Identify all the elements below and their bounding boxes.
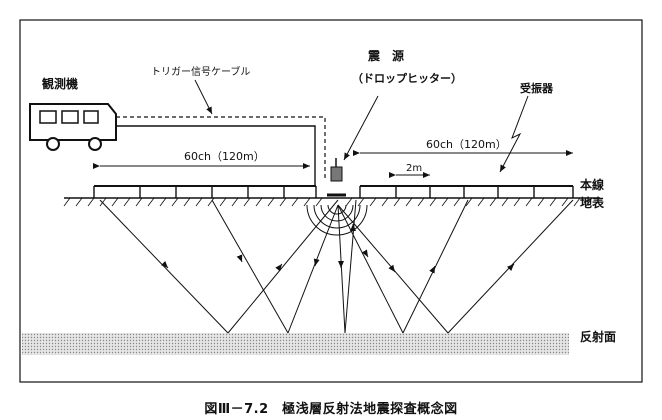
ray-arrows <box>160 224 515 274</box>
receiver-label: 受振器 <box>520 82 553 95</box>
trigger-label-leader <box>194 79 213 115</box>
trigger-cable-label: トリガー信号ケーブル <box>151 67 251 78</box>
spread-left-label: 60ch（120m） <box>184 150 265 163</box>
survey-line-label: 本線 <box>580 178 605 192</box>
figure-frame <box>19 19 643 383</box>
source-subtitle-label: （ドロップヒッター） <box>352 72 462 85</box>
figure-caption: 図Ⅲ－7.2 極浅層反射法地震探査概念図 <box>204 402 458 417</box>
ground-surface-label: 地表 <box>580 196 605 210</box>
source-label-leader <box>343 95 379 161</box>
ray-paths <box>99 199 574 334</box>
receiver-label-leader <box>499 95 529 173</box>
reflector-label: 反射面 <box>580 330 617 344</box>
drop-hitter-source <box>330 166 343 182</box>
source-title-label: 震 源 <box>368 49 405 63</box>
observation-vehicle-label: 観測機 <box>42 77 79 91</box>
observation-vehicle <box>29 103 117 151</box>
reflector-layer <box>22 333 569 355</box>
geophone-spacing-label: 2m <box>406 163 423 174</box>
wavefront-arcs <box>306 204 368 236</box>
ground-hatching <box>63 197 593 207</box>
geophone-ticks <box>93 186 574 198</box>
main-cable-line <box>116 125 316 186</box>
spread-right-label: 60ch（120m） <box>426 138 507 151</box>
